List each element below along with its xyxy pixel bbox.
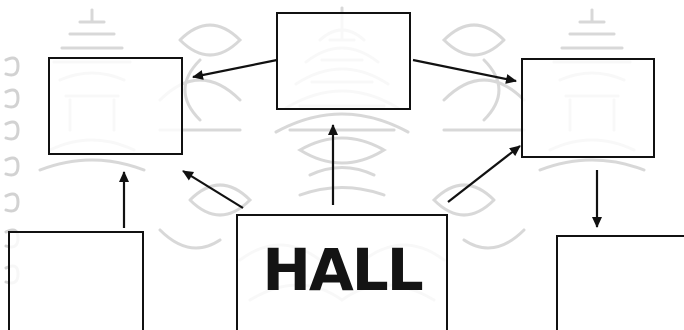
arrow-hall-to-upper-right [448, 146, 520, 202]
upper-left-box [49, 58, 182, 154]
arrow-top-center-to-upper-left [193, 60, 277, 77]
arrow-hall-to-upper-left [183, 171, 243, 208]
top-center-box [277, 13, 410, 109]
upper-right-box [522, 59, 654, 157]
hall-label: HALL [262, 236, 422, 304]
lower-right-box [557, 236, 684, 330]
arrow-top-center-to-upper-right [413, 60, 516, 81]
lower-left-box [9, 232, 143, 330]
